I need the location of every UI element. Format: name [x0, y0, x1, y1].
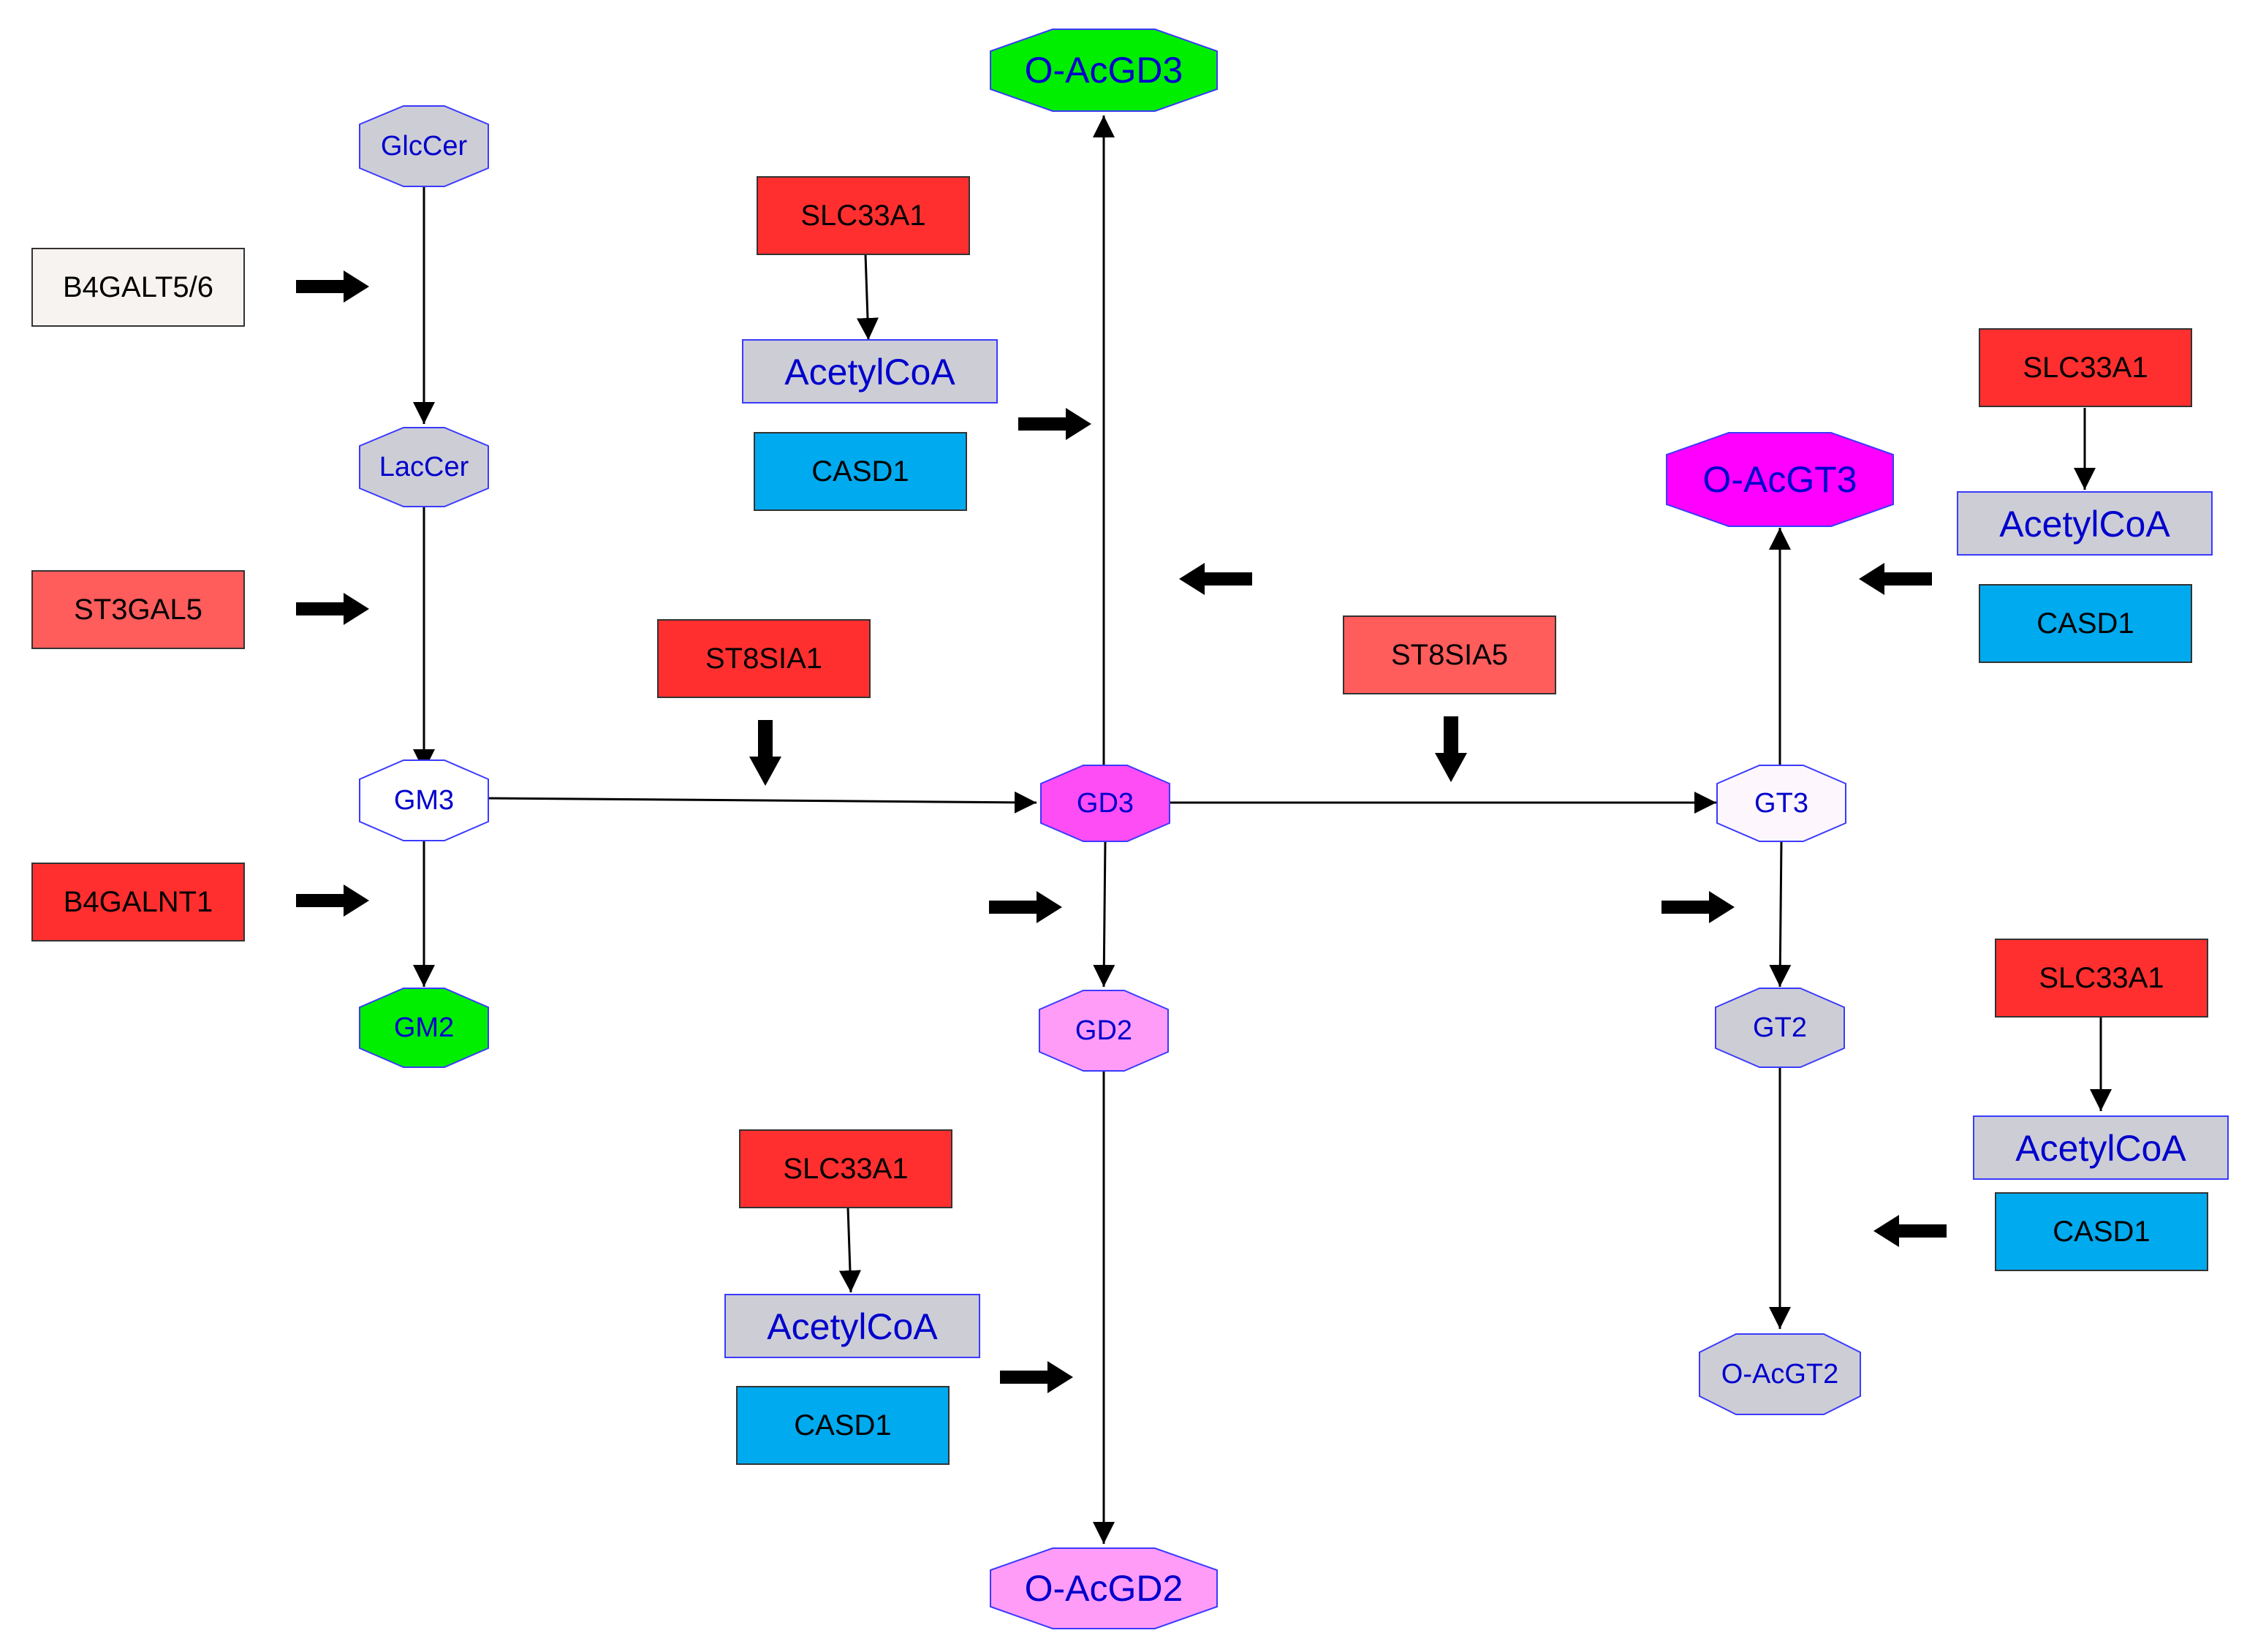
node-gt3: GT3 — [1716, 765, 1846, 842]
catalysis-arrow-down-icon — [749, 720, 781, 786]
enzyme-slc33a1-3: SLC33A1 — [739, 1129, 952, 1208]
node-label: GT3 — [1754, 788, 1808, 819]
enzyme-label: CASD1 — [794, 1409, 891, 1441]
node-label: GM3 — [394, 785, 454, 816]
node-gt2: GT2 — [1715, 988, 1845, 1068]
catalysis-arrows — [296, 270, 1947, 1393]
catalysis-arrow-right-icon — [1661, 891, 1735, 923]
node-gm2: GM2 — [359, 988, 489, 1068]
node-oacgt3: O-AcGT3 — [1666, 432, 1894, 527]
node-label: GlcCer — [381, 131, 468, 162]
enzyme-label: B4GALNT1 — [64, 886, 213, 918]
enzyme-slc33a1-1: SLC33A1 — [757, 176, 970, 255]
cofactor-label: AcetylCoA — [784, 352, 955, 393]
enzyme-casd1-2: CASD1 — [1979, 584, 2192, 663]
catalysis-arrow-right-icon — [1018, 408, 1091, 440]
node-label: GM2 — [394, 1012, 454, 1043]
node-gm3: GM3 — [359, 759, 489, 841]
edge-gt3-gt2 — [1769, 840, 1792, 988]
node-label: O-AcGD2 — [1025, 1568, 1183, 1609]
enzyme-label: CASD1 — [2036, 607, 2134, 640]
enzyme-label: B4GALT5/6 — [63, 271, 213, 303]
cofactor-acetylcoa-2: AcetylCoA — [1957, 491, 2213, 556]
enzyme-label: ST8SIA5 — [1391, 639, 1508, 671]
node-oacgd3: O-AcGD3 — [990, 29, 1218, 112]
node-laccer: LacCer — [359, 427, 489, 507]
edge-slc33a1-acetylcoa-1 — [856, 254, 879, 341]
node-label: O-AcGT2 — [1721, 1359, 1838, 1390]
cofactor-label: AcetylCoA — [2015, 1128, 2186, 1169]
node-label: O-AcGD3 — [1025, 50, 1183, 91]
node-label: GT2 — [1753, 1012, 1807, 1043]
cofactor-acetylcoa-1: AcetylCoA — [742, 339, 998, 403]
enzyme-casd1-4: CASD1 — [1995, 1192, 2208, 1271]
enzyme-label: CASD1 — [2053, 1216, 2150, 1248]
enzyme-slc33a1-2: SLC33A1 — [1979, 328, 2192, 407]
enzyme-casd1-1: CASD1 — [754, 432, 967, 511]
catalysis-arrow-right-icon — [296, 884, 369, 917]
node-oacgd2: O-AcGD2 — [990, 1547, 1218, 1629]
node-label: GD3 — [1077, 788, 1134, 819]
edge-gd3-gd2 — [1093, 840, 1115, 988]
catalysis-arrow-right-icon — [296, 593, 369, 625]
node-label: GD2 — [1075, 1015, 1132, 1046]
enzyme-st3gal5: ST3GAL5 — [31, 570, 245, 649]
catalysis-arrow-left-icon — [1179, 563, 1252, 595]
node-label: LacCer — [379, 452, 469, 482]
cofactor-label: AcetylCoA — [1999, 504, 2170, 545]
edge-gm3-gd3 — [488, 791, 1037, 814]
enzyme-casd1-3: CASD1 — [736, 1386, 950, 1465]
catalysis-arrow-left-icon — [1859, 563, 1932, 595]
cofactor-acetylcoa-3: AcetylCoA — [724, 1294, 980, 1358]
enzyme-st8sia5: ST8SIA5 — [1343, 615, 1556, 694]
enzyme-label: SLC33A1 — [2039, 962, 2164, 994]
edge-slc33a1-acetylcoa-3 — [838, 1207, 861, 1293]
enzyme-label: ST8SIA1 — [705, 643, 822, 675]
catalysis-arrow-right-icon — [989, 891, 1062, 923]
enzyme-label: ST3GAL5 — [74, 594, 202, 626]
enzyme-st8sia1: ST8SIA1 — [657, 619, 871, 698]
node-gd2: GD2 — [1039, 990, 1169, 1072]
catalysis-arrow-left-icon — [1873, 1215, 1947, 1247]
node-oacgt2: O-AcGT2 — [1699, 1333, 1861, 1415]
enzyme-label: SLC33A1 — [783, 1153, 908, 1185]
enzymes: B4GALT5/6 ST3GAL5 B4GALNT1 ST8SIA1 ST8SI… — [31, 176, 2208, 1465]
node-label: O-AcGT3 — [1702, 459, 1857, 500]
enzyme-b4galt56: B4GALT5/6 — [31, 248, 245, 327]
enzyme-label: SLC33A1 — [2023, 352, 2148, 384]
enzyme-b4galnt1: B4GALNT1 — [31, 863, 245, 941]
cofactor-label: AcetylCoA — [767, 1306, 938, 1347]
metabolites: GlcCer LacCer GM3 GM2 GD3 GD2 GT3 GT2 — [359, 29, 1894, 1629]
node-gd3: GD3 — [1040, 765, 1170, 842]
cofactors: AcetylCoA AcetylCoA AcetylCoA AcetylCoA — [724, 339, 2229, 1358]
catalysis-arrow-right-icon — [296, 270, 369, 303]
cofactor-acetylcoa-4: AcetylCoA — [1973, 1115, 2229, 1180]
enzyme-label: SLC33A1 — [800, 200, 925, 232]
enzyme-label: CASD1 — [811, 455, 909, 488]
node-glccer: GlcCer — [359, 105, 489, 187]
pathway-edges — [413, 115, 2112, 1544]
catalysis-arrow-down-icon — [1435, 716, 1467, 782]
catalysis-arrow-right-icon — [1000, 1361, 1073, 1393]
enzyme-slc33a1-4: SLC33A1 — [1995, 939, 2208, 1018]
